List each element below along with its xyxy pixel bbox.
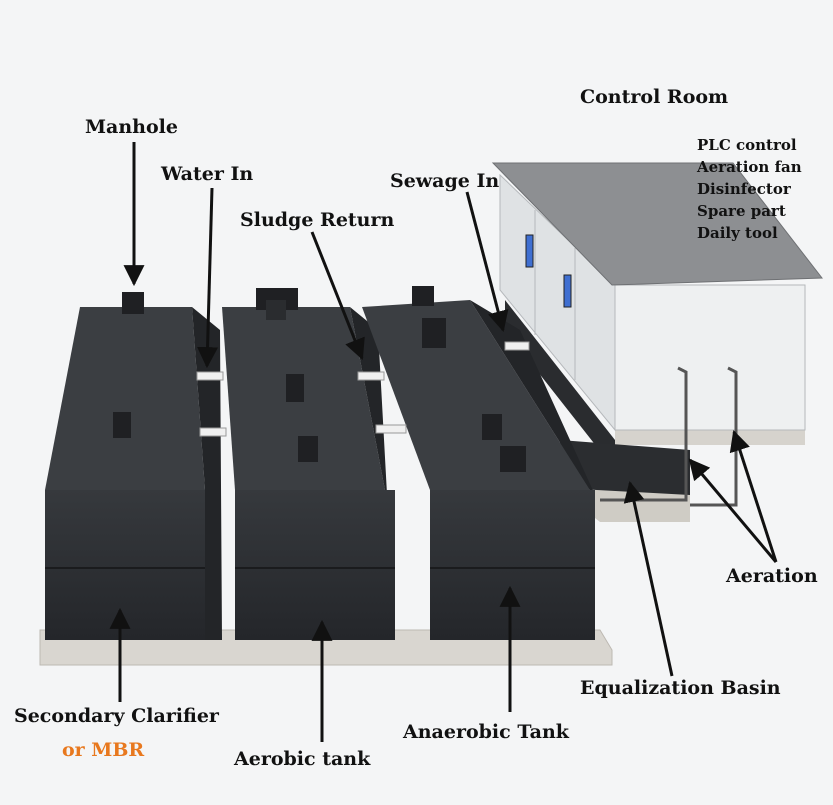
control-room-roof	[491, 162, 823, 286]
control-item-plc: PLC control	[697, 136, 797, 154]
control-room	[491, 162, 823, 470]
arrow-aeration-1	[688, 458, 778, 563]
arrow-sewage-in	[465, 191, 509, 333]
arrow-sludge-return	[310, 231, 365, 360]
label-or-mbr: or MBR	[62, 739, 144, 761]
label-water-in: Water In	[160, 163, 253, 185]
arrow-water-in	[197, 187, 219, 369]
label-anaerobic-tank: Anaerobic Tank	[402, 721, 570, 743]
label-secondary-clarifier: Secondary Clarifier	[14, 705, 220, 727]
control-room-window	[525, 234, 534, 268]
control-room-front-wall	[614, 284, 806, 431]
control-item-disinfector: Disinfector	[697, 180, 792, 198]
label-manhole: Manhole	[85, 116, 178, 138]
tank-anaerobic	[362, 286, 595, 640]
label-control-room: Control Room	[580, 86, 728, 108]
arrow-equalization	[623, 480, 674, 677]
arrow-aeration-2	[729, 430, 778, 563]
label-sewage-in: Sewage In	[390, 170, 499, 192]
control-item-aeration-fan: Aeration fan	[696, 158, 802, 176]
label-equalization-basin: Equalization Basin	[580, 677, 781, 699]
tank-secondary-clarifier	[45, 292, 222, 640]
callout-arrows	[109, 142, 778, 742]
control-item-daily-tool: Daily tool	[697, 224, 778, 242]
label-sludge-return: Sludge Return	[240, 209, 395, 231]
control-room-underside	[505, 300, 615, 470]
manhole-hatch	[122, 292, 144, 314]
label-aeration: Aeration	[725, 565, 818, 587]
control-room-window	[563, 274, 572, 308]
control-room-base	[615, 430, 805, 445]
control-item-spare-part: Spare part	[697, 202, 786, 220]
label-aerobic-tank: Aerobic tank	[233, 748, 371, 770]
tank-aerobic	[222, 288, 395, 640]
connecting-pipes	[196, 341, 530, 437]
equalization-basin	[560, 440, 690, 495]
